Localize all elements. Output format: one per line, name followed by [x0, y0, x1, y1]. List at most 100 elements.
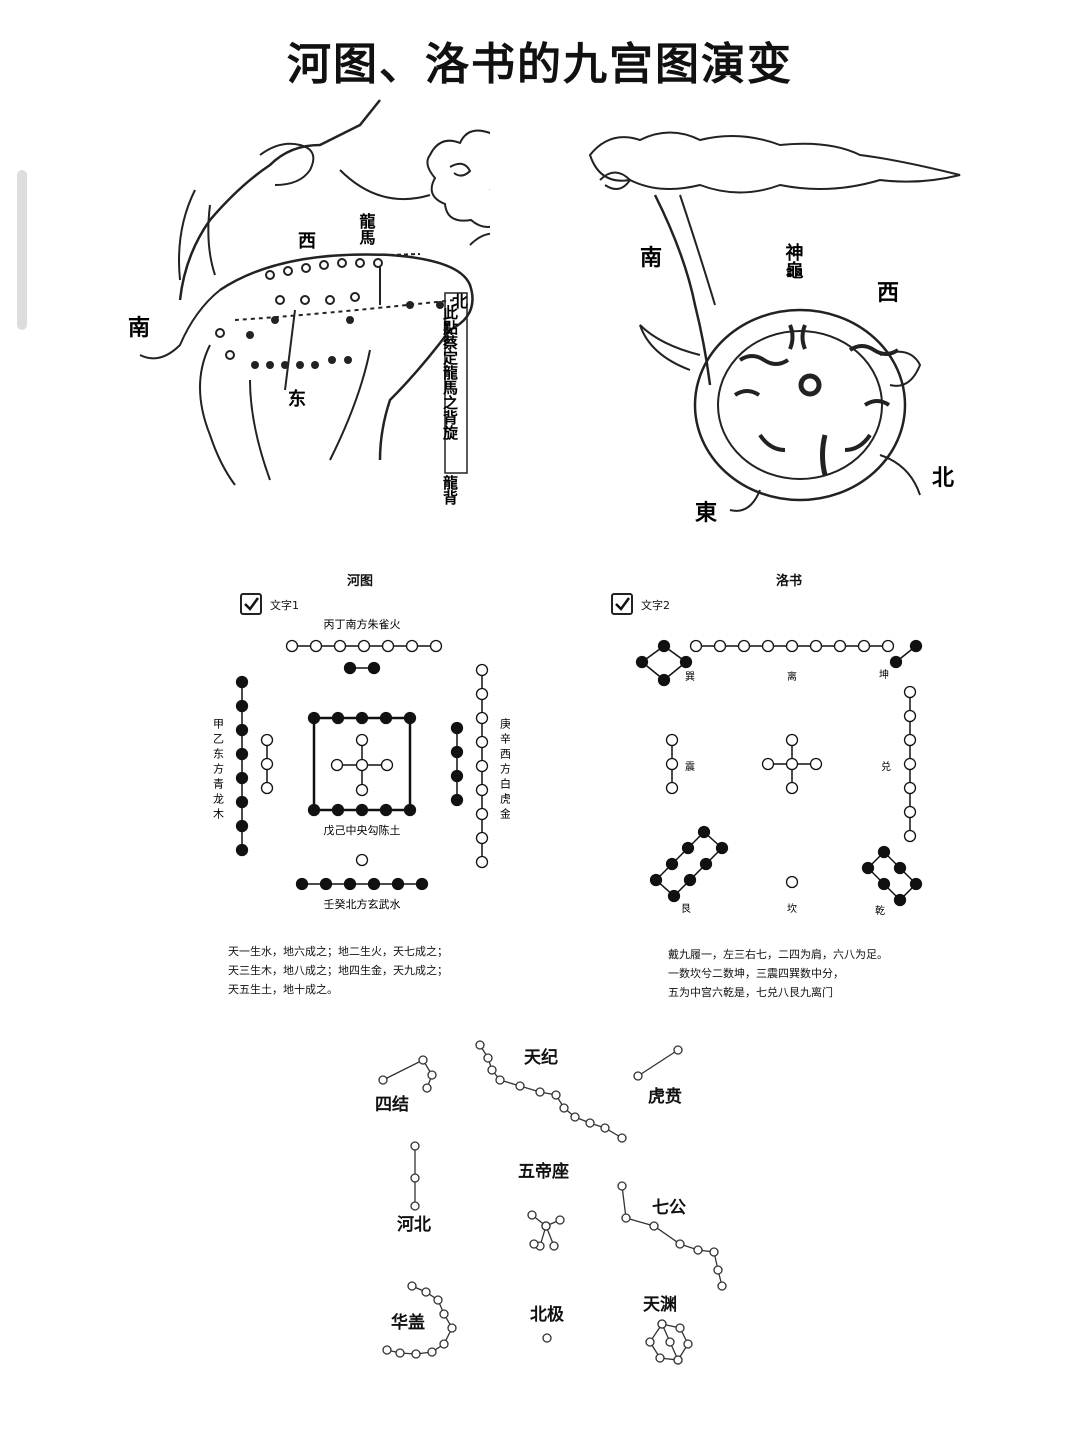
star [535, 1087, 545, 1097]
yin-dot [355, 803, 369, 817]
luoshu-checkbox[interactable] [611, 593, 633, 615]
yang-dot [857, 639, 871, 653]
star [433, 1295, 443, 1305]
yang-dot [665, 781, 679, 795]
dragon-back-caption: 龍背 [441, 474, 459, 506]
star [665, 1337, 675, 1347]
east-direction-left: 东 [288, 388, 306, 410]
hetu-checkbox-label[interactable]: 文字1 [270, 599, 299, 612]
turtle-illustration: 南 西 北 東 神龜 [588, 131, 961, 526]
star [551, 1090, 561, 1100]
star [555, 1215, 565, 1225]
star [645, 1337, 655, 1347]
hebei-label: 河北 [397, 1215, 431, 1235]
yang-dot [665, 733, 679, 747]
yin-dot [681, 841, 695, 855]
yang-dot [761, 757, 775, 771]
yang-dot [475, 807, 489, 821]
yin-dot [235, 795, 249, 809]
star [422, 1083, 432, 1093]
yang-dot [713, 639, 727, 653]
yang-dot [785, 781, 799, 795]
star [657, 1319, 667, 1329]
yin-dot [355, 711, 369, 725]
star [410, 1201, 420, 1211]
yang-dot [903, 781, 917, 795]
yang-dot [260, 733, 274, 747]
star [475, 1040, 485, 1050]
yin-dot [343, 661, 357, 675]
star [407, 1281, 417, 1291]
yang-dot [881, 639, 895, 653]
yang-dot [785, 639, 799, 653]
yang-dot [903, 685, 917, 699]
yang-dot [903, 709, 917, 723]
yin-dot [715, 841, 729, 855]
yin-dot [367, 661, 381, 675]
yin-dot [861, 861, 875, 875]
luoshu-gen-label: 艮 [681, 903, 691, 915]
luoshu-li-label: 离 [787, 670, 797, 683]
yang-dot [355, 758, 369, 772]
yang-dot [330, 758, 344, 772]
hetu-poem-line: 天五生土，地十成之。 [228, 983, 338, 996]
yang-dot [809, 639, 823, 653]
hetu-poem: 天一生水，地六成之；地二生火，天七成之； 天三生木，地八成之；地四生金，天九成之… [228, 942, 448, 999]
qigong-label: 七公 [652, 1198, 686, 1218]
wudizuo-label: 五帝座 [518, 1161, 569, 1182]
yang-dot [475, 663, 489, 677]
yang-dot [357, 639, 371, 653]
south-direction-right: 南 [640, 246, 662, 271]
dragon-horse-caption: 此點蔡定龍馬之背旋 [441, 304, 459, 441]
star [617, 1181, 627, 1191]
star [713, 1265, 723, 1275]
yang-dot [475, 783, 489, 797]
yin-dot [235, 723, 249, 737]
yang-dot [475, 759, 489, 773]
dragon-horse-illustration: 南 西 北 东 龍馬 此點蔡定龍馬之背旋 龍背 [128, 99, 490, 506]
hetu-west-label: 庚辛西方白虎金 [499, 717, 511, 823]
yin-dot [889, 655, 903, 669]
yin-dot [235, 819, 249, 833]
hetu-poem-line: 天三生木，地八成之；地四生金，天九成之； [228, 964, 448, 977]
yin-dot [679, 655, 693, 669]
yin-dot [331, 711, 345, 725]
luoshu-kun-label: 坤 [879, 668, 889, 681]
star [439, 1309, 449, 1319]
yang-dot [380, 758, 394, 772]
star [411, 1349, 421, 1359]
yang-dot [689, 639, 703, 653]
yang-dot [903, 829, 917, 843]
yang-dot [475, 687, 489, 701]
star [483, 1053, 493, 1063]
star [495, 1075, 505, 1085]
yin-dot [657, 673, 671, 687]
star [549, 1241, 559, 1251]
sijie-label: 四结 [375, 1094, 409, 1115]
yin-dot [450, 745, 464, 759]
yin-dot [450, 769, 464, 783]
yin-dot [391, 877, 405, 891]
luoshu-checkbox-label[interactable]: 文字2 [641, 599, 670, 612]
luoshu-poem-line: 戴九履一，左三右七，二四为肩，六八为足。 [668, 948, 888, 961]
yin-dot [877, 845, 891, 859]
dragon-horse-label: 龍馬 [357, 212, 376, 246]
yang-dot [785, 757, 799, 771]
star [439, 1339, 449, 1349]
east-direction-right: 東 [695, 501, 717, 526]
scrollbar[interactable] [17, 170, 27, 330]
star [675, 1323, 685, 1333]
yang-dot [333, 639, 347, 653]
star [410, 1173, 420, 1183]
yin-dot [657, 639, 671, 653]
yin-dot [909, 877, 923, 891]
tianji-label: 天纪 [524, 1047, 558, 1068]
hetu-east-label: 甲乙东方青龙木 [212, 718, 225, 823]
yin-dot [893, 861, 907, 875]
yin-dot [697, 825, 711, 839]
hetu-checkbox[interactable] [240, 593, 262, 615]
yang-dot [475, 735, 489, 749]
hetu-diagram: 丙丁南方朱雀火 甲乙东方青龙木 庚辛西方白虎金 戊己中央勾陈土 壬癸北方玄武水 [212, 617, 511, 911]
luoshu-xun-label: 巽 [685, 671, 695, 683]
luoshu-zhen-label: 震 [685, 761, 695, 773]
